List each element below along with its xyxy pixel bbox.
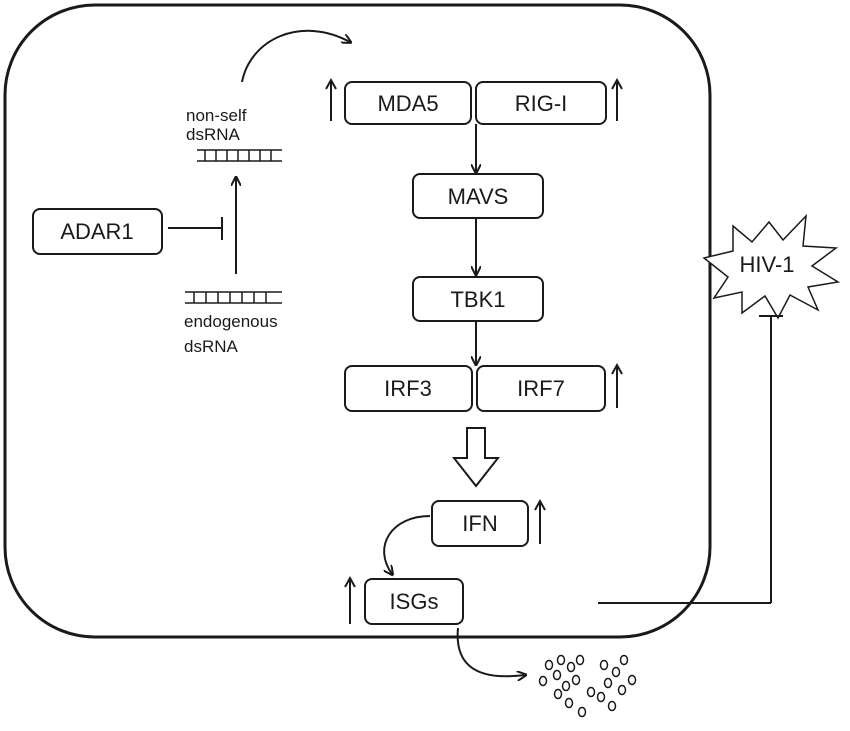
nonself-label-line2: dsRNA (186, 125, 241, 144)
up-arrow-rigi-icon (611, 77, 623, 121)
irf3-box: IRF3 (344, 365, 473, 412)
ifn-label: IFN (462, 511, 497, 536)
endogenous-label-line2: dsRNA (184, 337, 239, 356)
mda5-label: MDA5 (377, 91, 438, 116)
mavs-label: MAVS (448, 184, 509, 209)
up-arrow-irf7-icon (611, 362, 623, 408)
curved-arrow-secretion (456, 627, 525, 676)
nonself-dsrna-icon (197, 149, 282, 162)
tbk1-label: TBK1 (450, 287, 505, 312)
cell-boundary (3, 3, 712, 639)
irf3-label: IRF3 (384, 376, 432, 401)
hiv1-label: HIV-1 (739, 252, 794, 277)
up-arrow-isgs-icon (344, 575, 356, 624)
curved-arrow-to-sensors (241, 29, 350, 83)
rigi-label: RIG-I (515, 91, 568, 116)
irf7-box: IRF7 (476, 365, 606, 412)
irf7-label: IRF7 (517, 376, 565, 401)
up-arrow-mda5-icon (325, 77, 337, 121)
mda5-box: MDA5 (344, 81, 472, 125)
rigi-box: RIG-I (475, 81, 607, 125)
adar1-label: ADAR1 (60, 219, 133, 244)
inhibition-adar1 (168, 217, 223, 240)
ifn-box: IFN (431, 500, 529, 547)
mavs-box: MAVS (412, 173, 544, 219)
isgs-label: ISGs (390, 589, 439, 614)
isgs-box: ISGs (364, 578, 464, 625)
block-arrow-to-ifn (451, 427, 501, 488)
hiv1-starburst: HIV-1 (702, 213, 841, 320)
up-arrow-ifn-icon (534, 498, 546, 544)
inhibition-hiv1 (598, 315, 783, 604)
endogenous-label-line1: endogenous (184, 312, 278, 331)
nonself-label-line1: non-self (186, 106, 247, 125)
tbk1-box: TBK1 (412, 276, 544, 322)
adar1-box: ADAR1 (32, 208, 163, 255)
endogenous-dsrna-icon (185, 291, 282, 304)
curved-arrow-ifn-to-isgs (383, 515, 431, 574)
secreted-particles-icon (538, 654, 637, 718)
